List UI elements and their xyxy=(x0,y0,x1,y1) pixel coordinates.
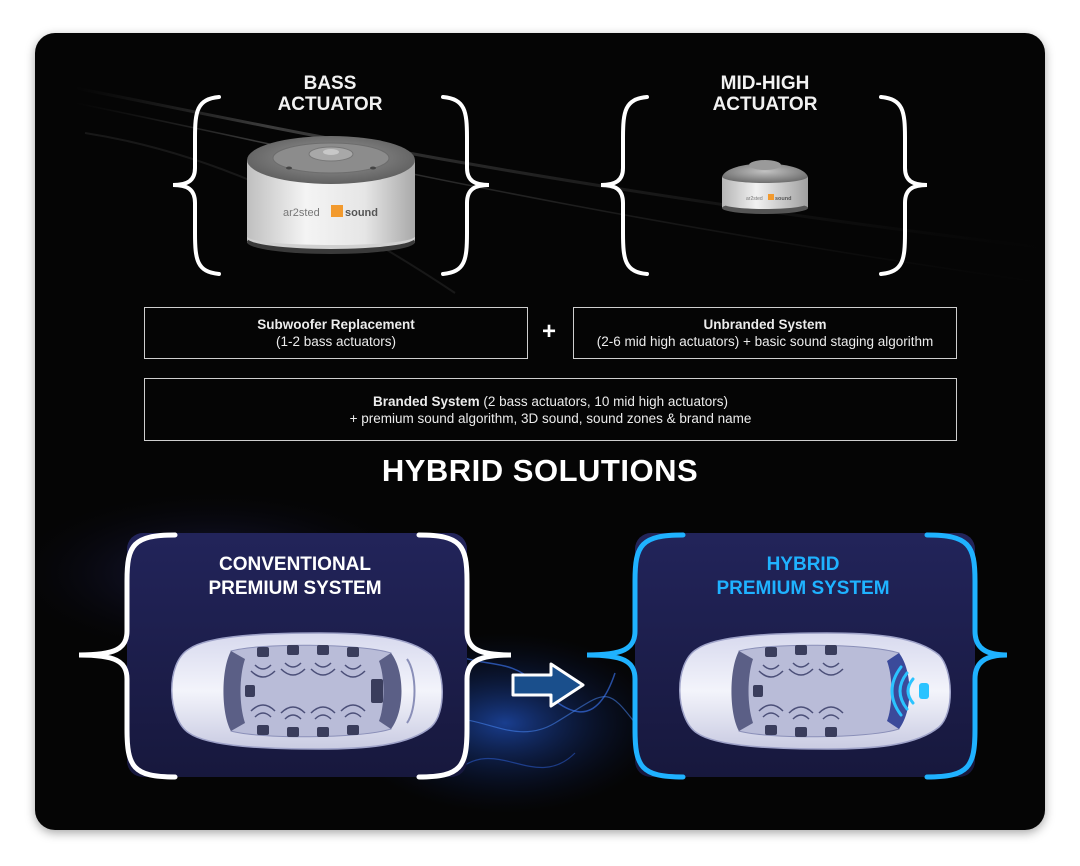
unbranded-system-name: Unbranded System xyxy=(703,317,827,332)
bass-actuator-right-brace xyxy=(441,95,490,276)
branded-system-box: Branded System (2 bass actuators, 10 mid… xyxy=(144,378,957,441)
mid-high-actuator-title: MID-HIGH ACTUATOR xyxy=(712,73,818,115)
svg-text:sound: sound xyxy=(775,196,792,202)
right-arrow-icon xyxy=(511,662,585,708)
branded-system-composition: (2 bass actuators, 10 mid high actuators… xyxy=(479,393,728,409)
bass-actuator-left-brace xyxy=(172,95,221,276)
conventional-system-title: CONVENTIONAL PREMIUM SYSTEM xyxy=(208,554,382,599)
sound-waves-icon xyxy=(890,665,929,717)
mid-high-actuator-image: ar2sted sound xyxy=(722,160,808,214)
bass-actuator-title: BASS ACTUATOR xyxy=(277,73,383,115)
bass-actuator-image: ar2sted sound xyxy=(247,136,415,254)
speaker-grid xyxy=(245,645,383,737)
hybrid-solutions-title: HYBRID SOLUTIONS xyxy=(381,453,699,488)
unbranded-system-detail: (2-6 mid high actuators) + basic sound s… xyxy=(596,334,934,349)
conventional-car-icon xyxy=(171,632,443,750)
svg-text:ar2sted: ar2sted xyxy=(746,196,763,202)
plus-sign: + xyxy=(542,318,557,345)
mid-high-actuator-left-brace xyxy=(600,95,649,276)
branded-system-name: Branded System xyxy=(373,393,480,409)
unbranded-system-box: Unbranded System (2-6 mid high actuators… xyxy=(573,307,957,359)
branded-system-detail: + premium sound algorithm, 3D sound, sou… xyxy=(349,410,752,426)
subwoofer-replacement-name: Subwoofer Replacement xyxy=(257,317,415,332)
svg-text:ar2sted: ar2sted xyxy=(283,207,320,219)
subwoofer-replacement-box: Subwoofer Replacement (1-2 bass actuator… xyxy=(144,307,528,359)
mid-high-actuator-right-brace xyxy=(879,95,928,276)
hybrid-car-icon xyxy=(679,632,951,750)
hybrid-system-title: HYBRID PREMIUM SYSTEM xyxy=(716,554,890,599)
slide-frame: BASS ACTUATOR ar2sted xyxy=(35,33,1045,830)
subwoofer-replacement-detail: (1-2 bass actuators) xyxy=(275,334,397,349)
svg-text:sound: sound xyxy=(345,207,378,219)
